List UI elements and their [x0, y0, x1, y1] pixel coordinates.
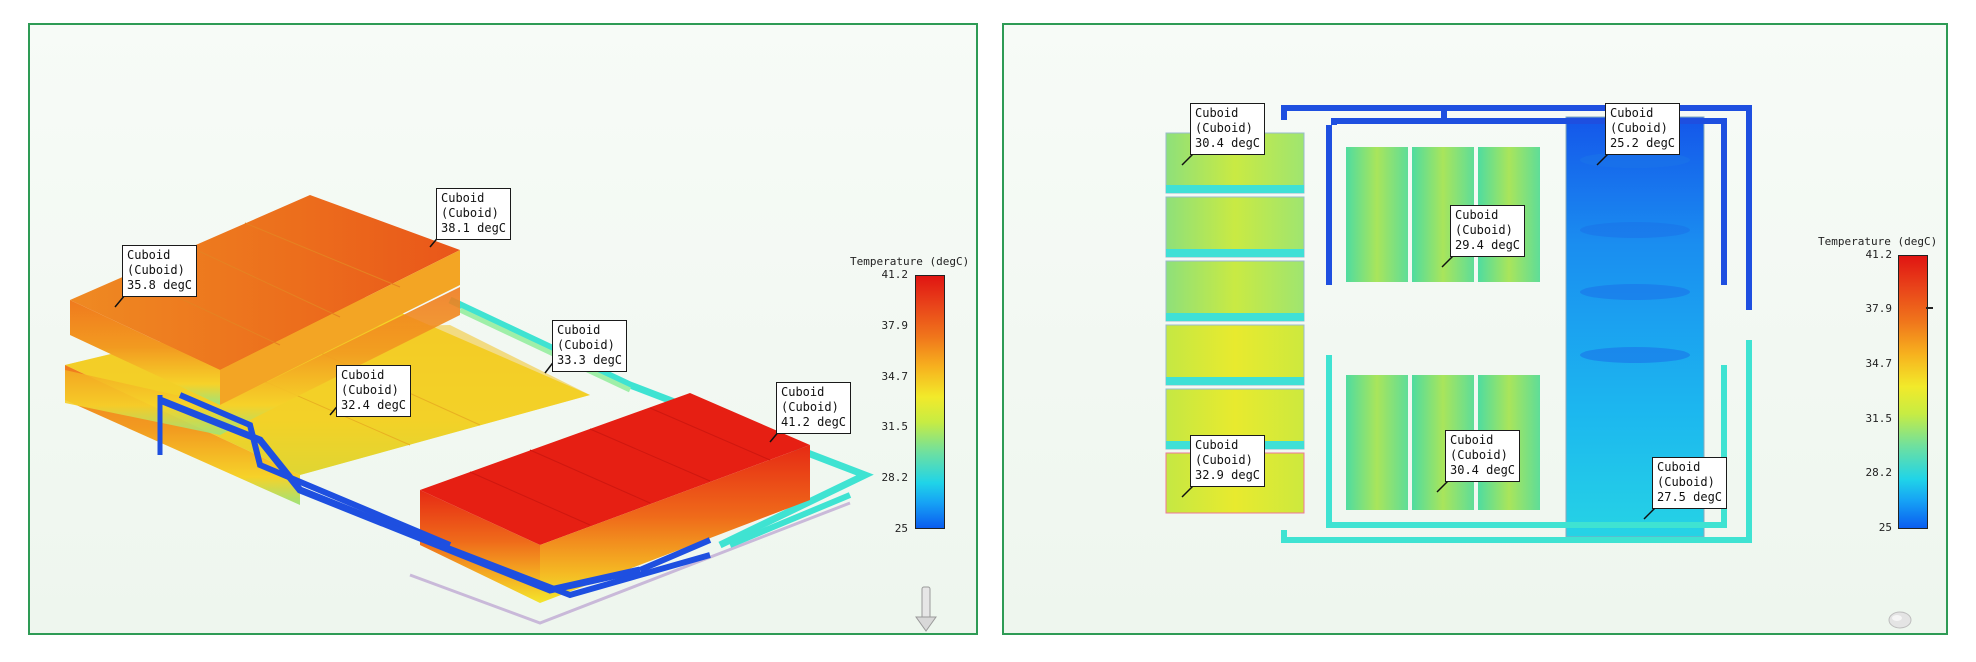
probe-value: 35.8 degC — [127, 278, 193, 292]
probe-name: Cuboid — [1610, 106, 1654, 120]
probe-type: (Cuboid) — [441, 206, 499, 220]
probe-value: 32.9 degC — [1195, 468, 1261, 482]
probe-type: (Cuboid) — [127, 263, 185, 277]
probe-value: 29.4 degC — [1455, 238, 1521, 252]
colorbar-tick: 41.2 — [881, 268, 909, 281]
probe-label[interactable]: Cuboid (Cuboid) 38.1 degC — [436, 188, 512, 240]
axis-triad-icon[interactable] — [1884, 610, 1914, 630]
probe-name: Cuboid — [557, 323, 601, 337]
axis-triad-icon[interactable] — [908, 585, 944, 635]
probe-value: 27.5 degC — [1657, 490, 1723, 504]
probe-label[interactable]: Cuboid (Cuboid) 30.4 degC — [1445, 430, 1521, 482]
temperature-colorbar: Temperature (degC) 41.2 37.9 34.7 31.5 2… — [1818, 235, 1938, 545]
probe-label[interactable]: Cuboid (Cuboid) 33.3 degC — [552, 320, 628, 372]
top-view-scene[interactable] — [1004, 25, 1948, 635]
probe-name: Cuboid — [441, 191, 485, 205]
viewport-top[interactable]: Cuboid (Cuboid) 30.4 degC Cuboid (Cuboid… — [1002, 23, 1948, 635]
colorbar-tick: 34.7 — [1865, 357, 1893, 370]
colorbar-tick: 25 — [894, 522, 908, 535]
probe-type: (Cuboid) — [1455, 223, 1513, 237]
probe-value: 30.4 degC — [1195, 136, 1261, 150]
temperature-colorbar: Temperature (degC) 41.2 37.9 34.7 31.5 2… — [850, 255, 969, 555]
probe-value: 33.3 degC — [557, 353, 623, 367]
probe-type: (Cuboid) — [1450, 448, 1508, 462]
probe-type: (Cuboid) — [1195, 453, 1253, 467]
coolant-pipe-cyan — [1281, 340, 1752, 543]
module-right-cold — [1565, 116, 1705, 538]
probe-value: 38.1 degC — [441, 221, 507, 235]
colorbar-tick: 28.2 — [881, 471, 909, 484]
probe-label[interactable]: Cuboid (Cuboid) 29.4 degC — [1450, 205, 1526, 257]
colorbar-tick: 41.2 — [1865, 248, 1893, 261]
probe-label[interactable]: Cuboid (Cuboid) 30.4 degC — [1190, 103, 1266, 155]
colorbar-title: Temperature (degC) — [850, 255, 970, 268]
probe-type: (Cuboid) — [557, 338, 615, 352]
colorbar-tick: 34.7 — [881, 370, 909, 383]
probe-type: (Cuboid) — [1657, 475, 1715, 489]
probe-label[interactable]: Cuboid (Cuboid) 32.9 degC — [1190, 435, 1266, 487]
colorbar-tick: 31.5 — [1865, 412, 1893, 425]
probe-label[interactable]: Cuboid (Cuboid) 35.8 degC — [122, 245, 198, 297]
probe-name: Cuboid — [781, 385, 825, 399]
probe-name: Cuboid — [1657, 460, 1701, 474]
isometric-scene[interactable] — [30, 25, 978, 635]
colorbar-tick: 31.5 — [881, 420, 909, 433]
battery-module-hot — [420, 393, 810, 545]
probe-type: (Cuboid) — [1610, 121, 1668, 135]
probe-value: 25.2 degC — [1610, 136, 1676, 150]
probe-name: Cuboid — [127, 248, 171, 262]
probe-label[interactable]: Cuboid (Cuboid) 27.5 degC — [1652, 457, 1728, 509]
probe-label[interactable]: Cuboid (Cuboid) 32.4 degC — [336, 365, 412, 417]
coolant-pipe-blue — [158, 396, 641, 594]
probe-value: 32.4 degC — [341, 398, 407, 412]
probe-name: Cuboid — [1195, 106, 1239, 120]
probe-type: (Cuboid) — [781, 400, 839, 414]
probe-label[interactable]: Cuboid (Cuboid) 25.2 degC — [1605, 103, 1681, 155]
colorbar-gradient — [1898, 255, 1928, 529]
probe-name: Cuboid — [1195, 438, 1239, 452]
probe-value: 41.2 degC — [781, 415, 847, 429]
probe-value: 30.4 degC — [1450, 463, 1516, 477]
colorbar-tick: 37.9 — [1865, 302, 1893, 315]
probe-name: Cuboid — [341, 368, 385, 382]
probe-type: (Cuboid) — [1195, 121, 1253, 135]
probe-type: (Cuboid) — [341, 383, 399, 397]
colorbar-tick: 28.2 — [1865, 466, 1893, 479]
viewport-isometric[interactable]: Cuboid (Cuboid) 35.8 degC Cuboid (Cuboid… — [28, 23, 978, 635]
colorbar-tick: 37.9 — [881, 319, 909, 332]
coolant-pipe-blue — [1281, 105, 1752, 310]
colorbar-gradient — [915, 275, 945, 529]
colorbar-tickmark — [1926, 307, 1933, 309]
colorbar-title: Temperature (degC) — [1818, 235, 1938, 248]
colorbar-tick: 25 — [1878, 521, 1892, 534]
probe-name: Cuboid — [1450, 433, 1494, 447]
probe-label[interactable]: Cuboid (Cuboid) 41.2 degC — [776, 382, 852, 434]
probe-name: Cuboid — [1455, 208, 1499, 222]
